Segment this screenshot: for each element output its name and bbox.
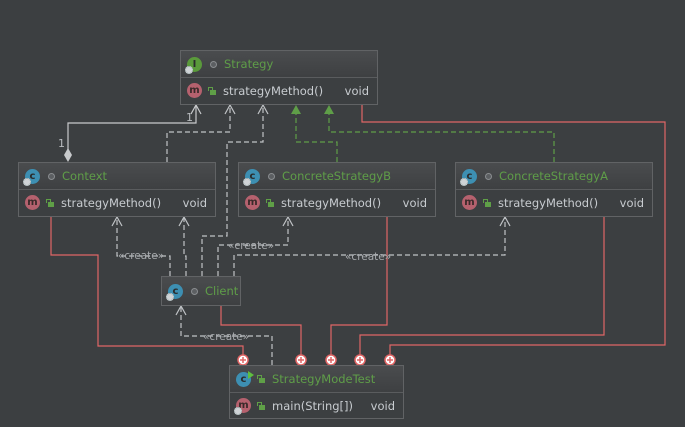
method-return-type: void — [182, 195, 207, 210]
class-icon: c — [166, 283, 183, 301]
edge-create-test-client — [175, 304, 273, 365]
method-row[interactable]: m strategyMethod() void — [456, 190, 652, 215]
circle-plus-icon — [354, 354, 366, 366]
method-name: strategyMethod() — [223, 83, 324, 98]
circle-plus-icon — [384, 354, 396, 366]
edge-aggregation-context-strategy — [64, 103, 202, 162]
edge-create-client-context — [111, 215, 171, 276]
class-header: c StrategyModeTest — [230, 366, 403, 393]
method-icon: m — [245, 195, 260, 210]
method-return-type: void — [370, 398, 395, 413]
class-name: Client — [205, 284, 239, 298]
visibility-icon — [48, 172, 55, 180]
interface-icon: I — [185, 56, 202, 74]
public-lock-icon — [266, 198, 274, 207]
edge-dependency-client-context — [178, 215, 190, 276]
class-icon: c — [23, 168, 40, 186]
class-name: ConcreteStrategyB — [282, 169, 391, 183]
class-header: c ConcreteStrategyB — [239, 163, 435, 190]
multiplicity-target: 1 — [186, 111, 193, 124]
create-label-concreteb: «create» — [228, 240, 275, 252]
multiplicity-source: 1 — [58, 137, 65, 150]
class-node-context[interactable]: c Context m strategyMethod() void — [18, 162, 216, 217]
method-icon: m — [25, 195, 40, 210]
method-row[interactable]: m main(String[]) void — [230, 393, 403, 418]
class-icon: c — [243, 168, 260, 186]
visibility-icon — [485, 172, 492, 180]
method-name: main(String[]) — [272, 398, 353, 413]
class-icon: c — [460, 168, 477, 186]
class-name: Context — [62, 169, 108, 183]
create-label-concretea: «create» — [345, 251, 392, 263]
public-lock-icon — [257, 375, 265, 383]
edge-inner-concreteb-test — [330, 216, 388, 356]
class-header: c Client — [162, 277, 240, 305]
edge-realization-concretea-strategy — [324, 105, 555, 162]
edge-create-client-concretea — [233, 215, 511, 276]
circle-plus-icon — [237, 354, 249, 366]
method-row[interactable]: m strategyMethod() void — [181, 78, 377, 103]
method-icon: m — [234, 398, 251, 415]
class-node-client[interactable]: c Client — [161, 276, 241, 306]
public-lock-icon — [46, 198, 54, 207]
public-lock-icon — [208, 86, 216, 95]
public-lock-icon — [257, 401, 265, 410]
edge-create-client-concreteb — [217, 215, 294, 276]
method-name: strategyMethod() — [498, 195, 599, 210]
realization-arrow-icon — [291, 105, 301, 114]
method-return-type: void — [344, 83, 369, 98]
runnable-class-icon: c — [236, 370, 254, 387]
method-name: strategyMethod() — [61, 195, 162, 210]
method-icon: m — [462, 195, 477, 210]
method-row[interactable]: m strategyMethod() void — [19, 190, 215, 215]
visibility-icon — [268, 172, 275, 180]
circle-plus-icon — [325, 354, 337, 366]
class-name: StrategyModeTest — [272, 372, 376, 386]
class-node-concrete-strategy-a[interactable]: c ConcreteStrategyA m strategyMethod() v… — [455, 162, 653, 217]
visibility-icon — [210, 60, 217, 68]
public-lock-icon — [483, 198, 491, 207]
class-name: ConcreteStrategyA — [499, 169, 608, 183]
class-node-concrete-strategy-b[interactable]: c ConcreteStrategyB m strategyMethod() v… — [238, 162, 436, 217]
class-node-strategy[interactable]: I Strategy m strategyMethod() void — [180, 50, 378, 105]
realization-arrow-icon — [324, 105, 334, 114]
create-label-context: «create» — [118, 250, 165, 262]
edge-inner-client-test — [220, 305, 302, 356]
edge-realization-concreteb-strategy — [291, 105, 338, 162]
edge-dependency-context-strategy — [166, 103, 236, 162]
circle-plus-icon — [295, 354, 307, 366]
edge-inner-strategy-test — [361, 104, 666, 356]
class-node-strategy-mode-test[interactable]: c StrategyModeTest m main(String[]) void — [229, 365, 404, 419]
method-name: strategyMethod() — [281, 195, 382, 210]
class-header: c Context — [19, 163, 215, 190]
class-name: Strategy — [224, 57, 274, 71]
inner-class-markers — [237, 354, 396, 366]
class-header: I Strategy — [181, 51, 377, 78]
edge-dependency-client-strategy — [201, 103, 269, 276]
method-return-type: void — [619, 195, 644, 210]
create-label-client: «create» — [203, 331, 250, 343]
method-return-type: void — [402, 195, 427, 210]
class-header: c ConcreteStrategyA — [456, 163, 652, 190]
aggregation-diamond-icon — [64, 148, 72, 162]
method-icon: m — [187, 83, 202, 98]
method-row[interactable]: m strategyMethod() void — [239, 190, 435, 215]
edge-inner-concretea-test — [359, 216, 605, 356]
edge-inner-context-test — [50, 216, 244, 356]
visibility-icon — [191, 287, 198, 295]
